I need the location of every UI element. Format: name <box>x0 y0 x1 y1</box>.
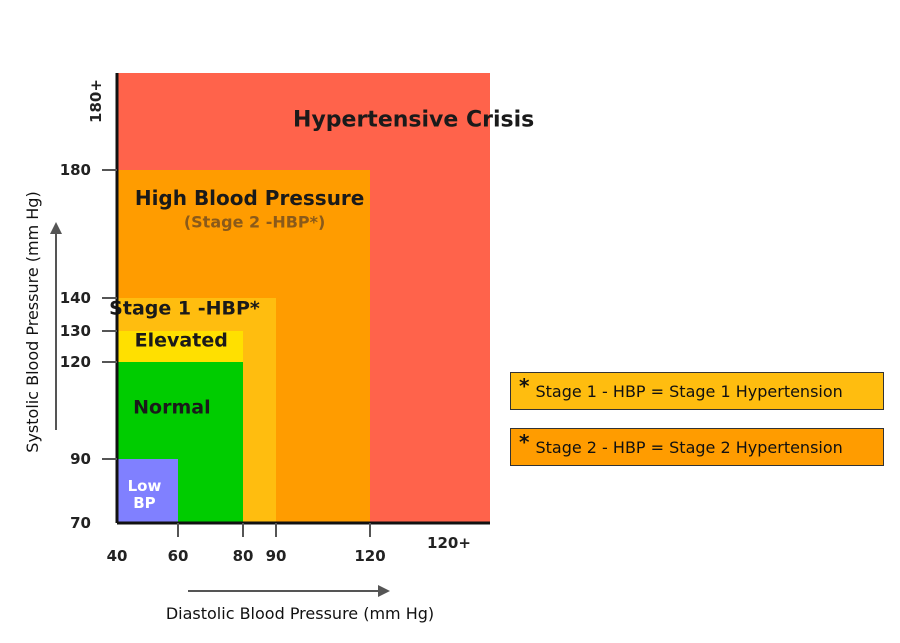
y-tick-label-120: 120 <box>60 353 91 371</box>
zone-label-normal: Normal <box>133 397 210 419</box>
zone-label-hypertensive-crisis: Hypertensive Crisis <box>293 108 534 133</box>
legend-text-2: Stage 2 - HBP = Stage 2 Hypertension <box>535 437 843 457</box>
x-axis-title: Diastolic Blood Pressure (mm Hg) <box>166 604 434 623</box>
zone-low-bp <box>117 459 178 523</box>
legend-stage1: * Stage 1 - HBP = Stage 1 Hypertension <box>510 372 884 410</box>
legend-stage2: * Stage 2 - HBP = Stage 2 Hypertension <box>510 428 884 466</box>
x-tick-label-120: 120+ <box>427 534 471 552</box>
zone-label-elevated: Elevated <box>135 330 228 352</box>
y-tick-label-140: 140 <box>60 289 91 307</box>
x-tick-label-40: 40 <box>107 547 128 565</box>
y-tick-label-70: 70 <box>70 514 91 532</box>
x-axis-arrow-head <box>378 585 390 597</box>
y-tick-label-130: 130 <box>60 322 91 340</box>
y-axis-arrow-head <box>50 222 62 234</box>
x-tick-label-120: 120 <box>354 547 385 565</box>
zone-label-high-blood-pressure: High Blood Pressure <box>135 186 365 210</box>
y-tick-label-90: 90 <box>70 450 91 468</box>
zone-sublabel-high-blood-pressure: (Stage 2 -HBP*) <box>184 213 326 232</box>
legend-star-1: * <box>519 374 530 398</box>
y-tick-label-180: 180 <box>60 161 91 179</box>
zone-label-low-bp-2: BP <box>133 494 155 512</box>
x-tick-label-60: 60 <box>168 547 189 565</box>
x-tick-label-80: 80 <box>233 547 254 565</box>
legend-text-1: Stage 1 - HBP = Stage 1 Hypertension <box>535 381 843 401</box>
zones-layer <box>117 73 490 523</box>
x-tick-label-90: 90 <box>266 547 287 565</box>
axis-arrows <box>50 222 390 597</box>
legend-star-2: * <box>519 430 530 454</box>
zone-label-stage-1-hbp: Stage 1 -HBP* <box>109 298 260 320</box>
zone-label-low-bp-1: Low <box>128 477 162 495</box>
y-axis-title: Systolic Blood Pressure (mm Hg) <box>23 191 42 452</box>
axes-layer: 40 60 80 90 120 120+ 70 90 120 130 140 180 180+ <box>60 73 490 565</box>
y-tick-label-180-plus: 180+ <box>87 79 105 123</box>
